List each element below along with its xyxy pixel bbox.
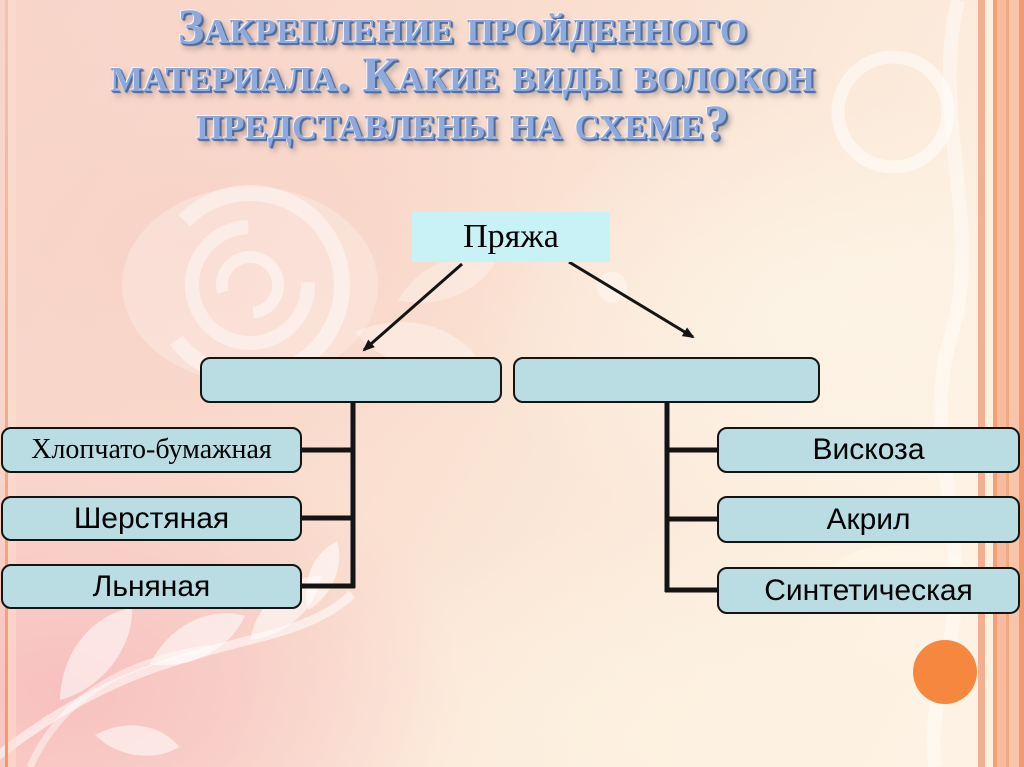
slide-title: Закрепление пройденного материала. Какие… [25,0,900,150]
right-category-box-empty [513,357,820,403]
node-viscose: Вискоза [717,427,1020,473]
title-line-3: представлены на схеме? [195,94,730,150]
left-frame-band [8,0,16,767]
title-line-2: материала. Какие виды волокон [110,46,815,102]
left-frame-line [5,0,8,767]
node-wool: Шерстяная [1,496,302,541]
right-frame-stripe [978,0,985,767]
left-category-box-empty [200,357,502,403]
node-synthetic: Синтетическая [717,567,1020,614]
node-linen: Льняная [1,564,302,609]
title-line-1: Закрепление пройденного [177,0,748,54]
right-frame-stripe [993,0,997,767]
right-frame-stripe [997,0,1006,767]
arrow-root-to-right [568,260,695,339]
node-cotton: Хлопчато-бумажная [1,427,302,473]
arrow-root-to-left [362,262,463,352]
orange-circle-decoration [913,640,977,704]
right-frame-stripe [1006,0,1009,767]
right-frame-stripe [985,0,993,767]
node-acrylic: Акрил [717,496,1020,543]
right-frame-stripe [1009,0,1019,767]
right-frame-stripe [1019,0,1024,767]
root-node-yarn: Пряжа [412,212,610,262]
